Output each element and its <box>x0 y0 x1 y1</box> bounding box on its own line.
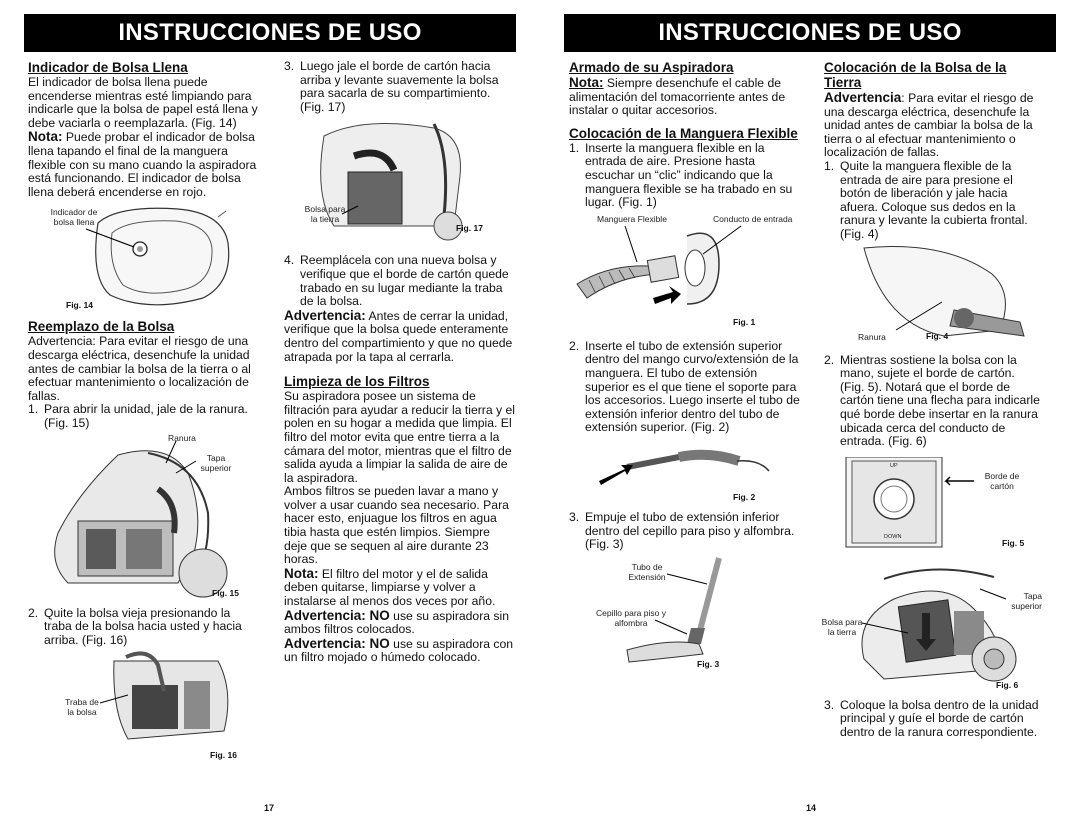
note-label: Nota: <box>28 129 63 145</box>
right-page-header: INSTRUCCIONES DE USO <box>564 14 1056 52</box>
list-item: 1.Para abrir la unidad, jale de la ranur… <box>28 402 248 430</box>
note-text: Puede probar el indicador de bolsa llena… <box>28 130 257 199</box>
fig15-ranura-callout: Ranura <box>168 432 196 443</box>
left-page-header: INSTRUCCIONES DE USO <box>24 14 516 52</box>
fig3-illustration <box>626 556 722 663</box>
warning-filtros-1: Advertencia: NO use su aspiradora sin am… <box>284 607 510 637</box>
figure-6: Tapa superior Bolsa para la tierra Fig. … <box>822 559 1042 693</box>
fig14-illustration <box>85 208 230 306</box>
list-item: 1.Quite la manguera flexible de la entra… <box>824 158 1028 241</box>
fig4-label: Fig. 4 <box>926 330 949 341</box>
fig14-label: Fig. 14 <box>66 300 93 311</box>
list-item: 2.Quite la bolsa vieja presionando la tr… <box>28 605 242 647</box>
fig6-tapa-callout: Tapa superior <box>1011 590 1042 611</box>
fig17-label: Fig. 17 <box>456 223 483 234</box>
list-item: 1.Inserte la manguera flexible en la ent… <box>569 140 793 210</box>
paragraph-filtros-1: Su aspiradora posee un sistema de filtra… <box>284 389 515 485</box>
fig5-illustration <box>845 456 974 548</box>
figure-2: Fig. 2 <box>569 437 804 503</box>
list-item: 3.Luego jale el borde de cartón hacia ar… <box>284 59 499 114</box>
page-number-left: 17 <box>264 803 275 813</box>
fig1-conducto-callout: Conducto de entrada <box>713 213 793 224</box>
list-item: 2.Mientras sostiene la bolsa con la mano… <box>824 352 1040 449</box>
heading-armado: Armado de su Aspiradora <box>569 60 734 75</box>
list-item: 2.Inserte el tubo de extensión superior … <box>569 338 800 435</box>
figure-15: Ranura Tapa superior Fig. 15 <box>28 433 260 601</box>
note-indicador: Nota: Puede probar el indicador de bolsa… <box>28 130 260 199</box>
fig16-illustration <box>99 651 229 740</box>
warning-bag: Advertencia: Antes de cerrar la unidad, … <box>284 307 513 364</box>
fig3-tubo-callout: Tubo de Extensión <box>628 561 666 582</box>
column-3: Armado de su Aspiradora Nota: Siempre de… <box>569 60 804 674</box>
paragraph-reemplazo: Advertencia: Para evitar el riesgo de un… <box>28 334 251 403</box>
fig17-illustration <box>320 123 463 241</box>
list-item: 3.Empuje el tubo de extensión inferior d… <box>569 509 795 552</box>
fig4-illustration <box>863 245 1025 337</box>
fig1-label: Fig. 1 <box>733 316 756 327</box>
warning-filtros-2: Advertencia: NO use su aspiradora con un… <box>284 635 514 665</box>
fig6-illustration <box>861 568 1017 682</box>
column-2: 3.Luego jale el borde de cartón hacia ar… <box>284 59 516 665</box>
fig1-illustration <box>576 225 742 305</box>
fig15-illustration <box>54 440 228 597</box>
column-1: Indicador de Bolsa Llena El indicador de… <box>28 60 260 761</box>
fig5-borde-callout: Borde de cartón <box>984 470 1020 491</box>
fig6-label: Fig. 6 <box>996 679 1019 690</box>
fig5-label: Fig. 5 <box>1002 537 1025 548</box>
fig2-illustration <box>599 449 770 485</box>
fig17-callout: Bolsa para la tierra <box>304 204 346 225</box>
figure-1: Manguera Flexible Conducto de entrada Fi… <box>569 214 804 332</box>
figure-4: Ranura Fig. 4 <box>824 244 1042 348</box>
column-4: Colocación de la Bolsa de la Tierra Adve… <box>822 60 1042 739</box>
fig5-down-text: DOWN <box>884 533 902 540</box>
fig15-label: Fig. 15 <box>212 587 239 598</box>
warning-bolsa: Advertencia: Para evitar el riesgo de un… <box>824 90 1034 160</box>
fig3-cepillo-callout: Cepillo para piso y alfombra <box>596 607 666 628</box>
heading-bolsa-tierra: Colocación de la Bolsa de la Tierra <box>824 60 1007 90</box>
page-number-right: 14 <box>806 803 817 813</box>
figure-3: Tubo de Extensión Cepillo para piso y al… <box>569 554 804 674</box>
fig16-callout: Traba de la bolsa <box>65 697 99 718</box>
fig16-label: Fig. 16 <box>210 750 237 761</box>
fig4-ranura-callout: Ranura <box>858 331 886 342</box>
figure-17: Bolsa para la tierra Fig. 17 <box>284 116 516 244</box>
figure-5: Borde de cartón UP DOWN Fig. 5 <box>824 456 1042 549</box>
heading-indicador: Indicador de Bolsa Llena <box>28 60 188 75</box>
fig14-callout: Indicador de bolsa llena <box>50 207 98 228</box>
note-filtros: Nota: El filtro del motor y el de salida… <box>284 565 496 609</box>
list-item: 3.Coloque la bolsa dentro de la unidad p… <box>824 697 1039 739</box>
heading-filtros: Limpieza de los Filtros <box>284 374 430 390</box>
fig1-manguera-callout: Manguera Flexible <box>597 213 667 224</box>
fig6-bolsa-callout: Bolsa para la tierra <box>821 616 863 637</box>
list-item: 4.Reemplácela con una nueva bolsa y veri… <box>284 253 509 309</box>
heading-manguera: Colocación de la Manguera Flexible <box>569 125 798 141</box>
fig5-up-text: UP <box>890 462 898 469</box>
fig3-label: Fig. 3 <box>697 658 720 669</box>
paragraph-indicador: El indicador de bolsa llena puede encend… <box>28 75 258 130</box>
figure-16: Traba de la bolsa Fig. 16 <box>28 651 260 761</box>
heading-reemplazo: Reemplazo de la Bolsa <box>28 319 175 335</box>
fig2-label: Fig. 2 <box>733 491 756 502</box>
note-armado: Nota: Siempre desenchufe el cable de ali… <box>569 75 786 118</box>
paragraph-filtros-2: Ambos filtros se pueden lavar a mano y v… <box>284 484 509 567</box>
fig15-tapa-callout: Tapa superior <box>200 452 232 473</box>
figure-14: Indicador de bolsa llena Fig. 14 <box>28 203 260 313</box>
